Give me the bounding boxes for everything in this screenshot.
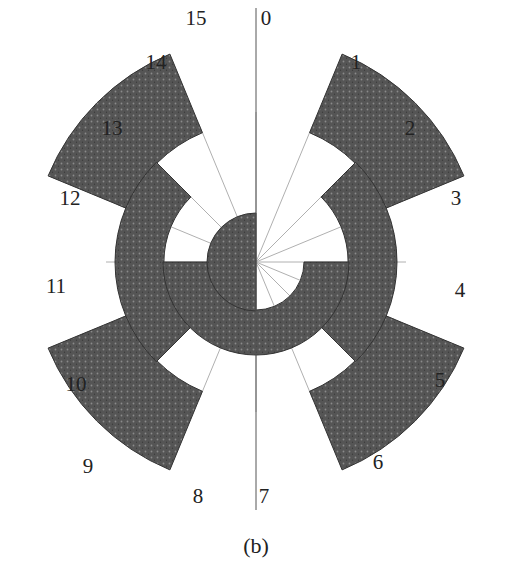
position-number: 13 (102, 118, 123, 139)
position-number: 14 (146, 52, 167, 73)
figure-caption: (b) (243, 535, 269, 557)
position-number: 4 (455, 280, 466, 301)
position-number: 1 (351, 52, 362, 73)
position-number: 10 (66, 374, 87, 395)
radial-line (256, 123, 313, 262)
position-number: 3 (451, 188, 462, 209)
position-number: 2 (405, 118, 416, 139)
axis-line (256, 8, 257, 510)
position-number: 9 (83, 456, 94, 477)
position-number: 6 (373, 452, 384, 473)
position-number: 7 (259, 486, 270, 507)
position-number: 0 (261, 8, 272, 29)
position-number: 11 (46, 276, 66, 297)
position-number: 15 (186, 8, 207, 29)
disk-segment (207, 213, 256, 311)
position-number: 8 (193, 486, 204, 507)
position-number: 12 (60, 188, 81, 209)
position-number: 5 (435, 370, 446, 391)
